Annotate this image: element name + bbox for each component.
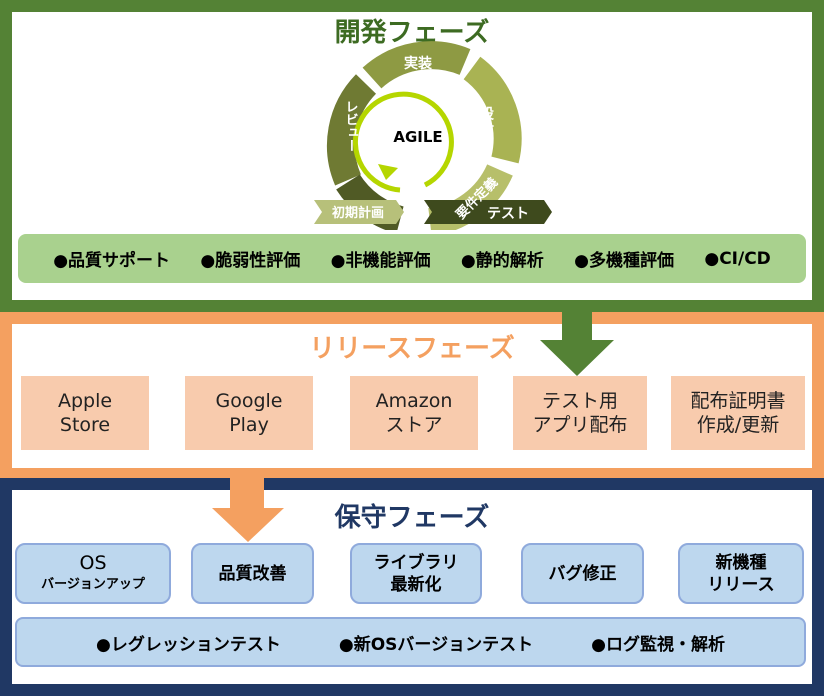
test-arrow [424,200,552,224]
activity-item: ●CI/CD [704,248,771,269]
release-phase-title: リリースフェーズ [309,334,515,364]
dev-phase-title: 開発フェーズ [334,18,490,48]
test-label: テスト [487,206,529,222]
cycle-segment-implement [362,41,471,89]
release-item-test-distribution: テスト用アプリ配布 [513,376,647,450]
cycle-segment-review [326,74,377,186]
down-arrow-release-to-maintenance [212,474,284,542]
maintenance-item-quality: 品質改善 [191,543,314,604]
activity-item: ●多機種評価 [574,251,674,271]
cycle-arrow-ring [353,91,454,193]
implement-label: 実装 [404,55,433,72]
maintenance-phase-title: 保守フェーズ [334,503,490,533]
down-arrow-dev-to-release [540,306,614,376]
cycle-segment-design [463,56,522,164]
maintenance-item-library: ライブラリ最新化 [350,543,482,604]
maintenance-item-bugfix: バグ修正 [521,543,644,604]
review-label: レビュー [343,100,358,152]
activity-item: ●非機能評価 [330,251,431,271]
maintenance-item-new-device: 新機種リリース [678,543,804,604]
maintenance-activities-bar: ●レグレッションテスト ●新OSバージョンテスト ●ログ監視・解析 [15,617,806,667]
activity-item: ●新OSバージョンテスト [338,634,534,655]
agile-cycle-diagram: AGILE 実装 設計 レビュー 要件定義 初期計画 テスト [314,41,552,230]
activity-item: ●脆弱性評価 [200,251,301,271]
activity-item: ●レグレッションテスト [96,634,281,655]
dev-activities-bar: ●品質サポート ●脆弱性評価 ●非機能評価 ●静的解析 ●多機種評価 ●CI/C… [18,234,806,283]
initial-plan-label: 初期計画 [332,205,384,221]
agile-label: AGILE [393,128,442,146]
activity-item: ●ログ監視・解析 [591,634,725,655]
cycle-arrowhead-icon [378,164,398,180]
design-label: 設計 [478,105,494,135]
activity-item: ●静的解析 [460,251,544,271]
initial-plan-arrow [314,200,404,224]
activity-item: ●品質サポート [53,251,171,271]
release-item-certificate: 配布証明書作成/更新 [671,376,805,450]
